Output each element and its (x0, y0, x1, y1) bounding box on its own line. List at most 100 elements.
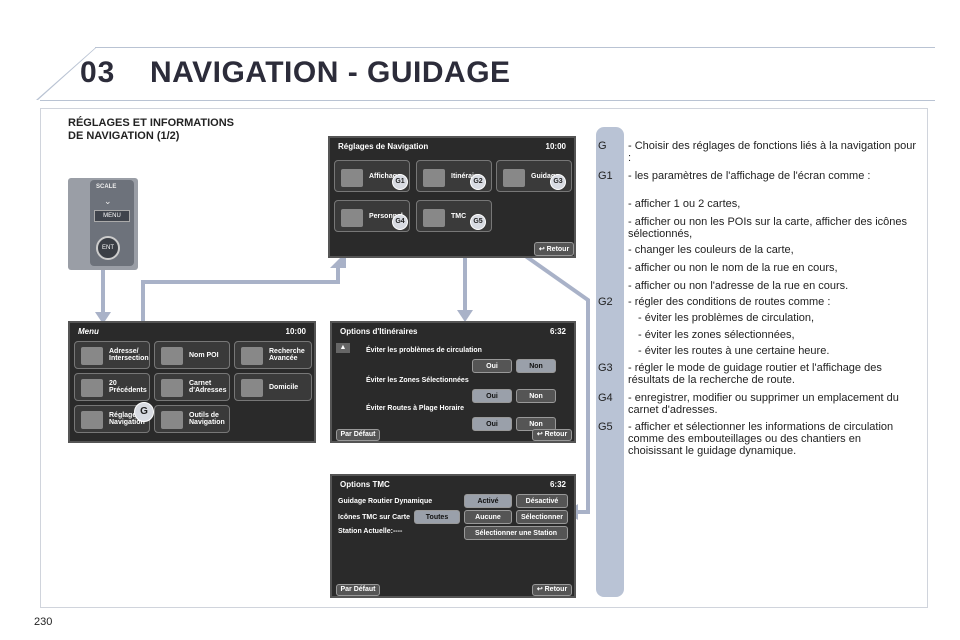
scroll-up-icon: ▲ (336, 343, 350, 353)
tile-label: Itinéraire (451, 172, 481, 180)
guidance-icon (503, 169, 525, 187)
screen-tmc-options: Options TMC 6:32 Guidage Routier Dynamiq… (330, 474, 576, 598)
tile-label: Personnel (369, 212, 403, 220)
legend-text: - enregistrer, modifier ou supprimer un … (628, 392, 899, 416)
tile-address: Adresse/ Intersection (74, 341, 150, 369)
badge-g5: G5 (470, 214, 486, 230)
screen-title: Options TMC (340, 480, 390, 489)
itin-row-2: Éviter les Zones Sélectionnées (366, 377, 469, 384)
itin-row-2-no: Non (516, 389, 556, 403)
tile-label: 20 Précédents (109, 380, 147, 394)
tile-label: Affichage (369, 172, 401, 180)
legend-sidebar-bar (596, 127, 624, 597)
back-button: ↩ Retour (534, 242, 574, 256)
screen-time: 6:32 (549, 480, 566, 489)
legend-key: G1 (598, 170, 613, 182)
screen-navigation-settings: Réglages de Navigation 10:00 Affichage I… (328, 136, 576, 258)
back-button: ↩ Retour (532, 429, 572, 441)
legend-text: - changer les couleurs de la carte, (628, 244, 794, 256)
legend-key: G4 (598, 392, 613, 404)
legend-key: G2 (598, 296, 613, 308)
itin-row-3-yes: Oui (472, 417, 512, 431)
tmc-select-button: Sélectionner (516, 510, 568, 524)
tile-label: Nom POI (189, 351, 219, 359)
tmc-deactivated-button: Désactivé (516, 494, 568, 508)
back-label: Retour (546, 246, 570, 253)
book-icon (161, 379, 183, 397)
tmc-all-button: Toutes (414, 510, 460, 524)
route-icon (423, 169, 445, 187)
tile-home: Domicile (234, 373, 312, 401)
legend-text: - Choisir des réglages de fonctions liés… (628, 140, 916, 164)
tile-address-book: Carnet d'Adresses (154, 373, 230, 401)
arrow-g5-to-tmc (478, 222, 590, 514)
screen-title: Options d'Itinéraires (340, 327, 418, 336)
screen-time: 6:32 (549, 327, 566, 336)
screen-title: Réglages de Navigation (338, 142, 429, 151)
itin-row-2-yes: Oui (472, 389, 512, 403)
itin-row-1-no: Non (516, 359, 556, 373)
poi-icon (161, 347, 183, 365)
tile-previous: 20 Précédents (74, 373, 150, 401)
back-button: ↩ Retour (532, 584, 572, 596)
back-label: Retour (544, 431, 568, 438)
display-icon (341, 169, 363, 187)
tmc-row-dynamic-guidance: Guidage Routier Dynamique (338, 498, 433, 505)
tile-label: Réglages Navigation (109, 412, 145, 426)
legend-key: G3 (598, 362, 613, 374)
tile-label: Domicile (269, 383, 299, 391)
screen-title: Menu (78, 327, 99, 336)
chevron-down-icon: ⌄ (104, 196, 112, 206)
legend-text: - afficher et sélectionner les informati… (628, 421, 894, 457)
tile-label: Outils de Navigation (189, 412, 225, 426)
search-icon (241, 347, 263, 365)
home-icon (241, 379, 263, 397)
screen-itinerary-options: Options d'Itinéraires 6:32 ▲ Éviter les … (330, 321, 576, 443)
legend-text: - éviter les routes à une certaine heure… (638, 345, 830, 357)
screen-menu: Menu 10:00 Adresse/ Intersection Nom POI… (68, 321, 316, 443)
badge-g2: G2 (470, 174, 486, 190)
default-button: Par Défaut (336, 429, 380, 441)
section-title: RÉGLAGES ET INFORMATIONS DE NAVIGATION (… (68, 117, 234, 143)
remote-control-image: SCALE ⌄ MENU ENT (68, 178, 138, 270)
remote-menu-button: MENU (94, 210, 130, 222)
legend-text: - éviter les zones sélectionnées, (638, 329, 795, 341)
tile-nav-tools: Outils de Navigation (154, 405, 230, 433)
header-top-rule (95, 47, 935, 48)
badge-g1: G1 (392, 174, 408, 190)
settings-icon (81, 411, 103, 429)
remote-scale-label: SCALE (96, 184, 117, 190)
badge-g: G (134, 402, 154, 422)
legend-text: - afficher ou non les POIs sur la carte,… (628, 216, 908, 240)
itin-row-1-yes: Oui (472, 359, 512, 373)
section-title-line-1: RÉGLAGES ET INFORMATIONS (68, 117, 235, 129)
legend-key: G (598, 140, 607, 152)
legend-text: - régler des conditions de routes comme … (628, 296, 831, 308)
remote-ent-knob: ENT (96, 236, 120, 260)
section-title-line-2: DE NAVIGATION (1/2) (68, 130, 180, 142)
tools-icon (161, 411, 183, 429)
tile-label: Carnet d'Adresses (189, 380, 227, 394)
itin-row-1: Éviter les problèmes de circulation (366, 347, 482, 354)
page-number: 230 (34, 616, 53, 628)
content-frame (40, 108, 928, 608)
tile-label: TMC (451, 212, 467, 220)
screen-time: 10:00 (285, 327, 306, 336)
screen-time: 10:00 (545, 142, 566, 151)
back-label: Retour (544, 586, 568, 593)
badge-g4: G4 (392, 214, 408, 230)
page-title: NAVIGATION - GUIDAGE (150, 56, 511, 89)
tile-poi: Nom POI (154, 341, 230, 369)
badge-g3: G3 (550, 174, 566, 190)
address-icon (81, 347, 103, 365)
legend-key: G5 (598, 421, 613, 433)
itin-row-3: Éviter Routes à Plage Horaire (366, 405, 465, 412)
tmc-row-icons: Icônes TMC sur Carte (338, 514, 410, 521)
tile-label: Guidage (531, 172, 560, 180)
legend-text: - afficher 1 ou 2 cartes, (628, 198, 741, 210)
legend-text: - afficher ou non le nom de la rue en co… (628, 262, 838, 274)
address-book-icon (341, 209, 363, 227)
tile-label: Adresse/ Intersection (109, 348, 149, 362)
chapter-number: 03 (80, 56, 116, 89)
tmc-activated-button: Activé (464, 494, 512, 508)
